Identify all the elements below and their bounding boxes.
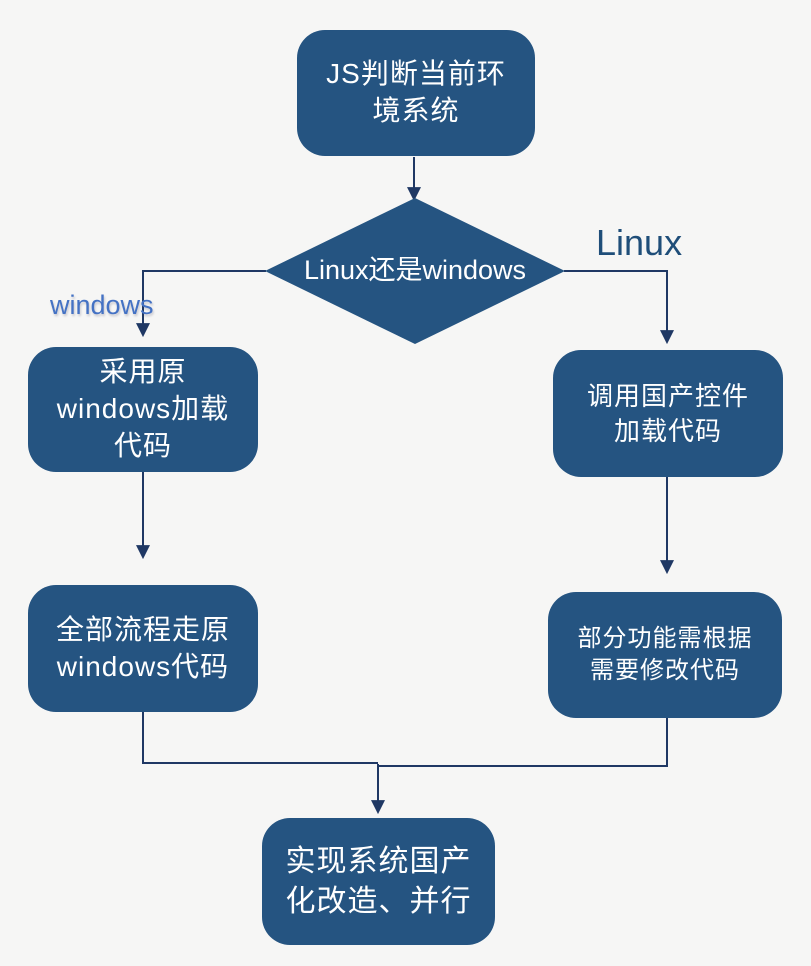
linux-result-node-label: 部分功能需根据 需要修改代码 <box>577 625 753 684</box>
start-node-label: JS判断当前环 境系统 <box>326 58 506 126</box>
edge-linux-result-merge <box>378 718 668 767</box>
decision-node: Linux还是windows <box>265 198 565 344</box>
edge-decision-to-linux-action <box>564 270 674 345</box>
linux-action-node-label: 调用国产控件 加载代码 <box>586 381 749 446</box>
edge-windows-result-merge <box>142 712 378 764</box>
end-node: 实现系统国产 化改造、并行 <box>262 818 495 945</box>
windows-result-node-label: 全部流程走原 windows代码 <box>55 613 230 682</box>
end-node-label: 实现系统国产 化改造、并行 <box>285 844 472 918</box>
windows-action-node: 采用原 windows加载 代码 <box>28 347 258 472</box>
windows-branch-label: windows <box>50 290 154 320</box>
edge-decision-to-windows-action <box>136 270 266 338</box>
decision-node-label: Linux还是windows <box>303 255 527 286</box>
windows-action-node-label: 采用原 windows加载 代码 <box>56 356 230 461</box>
start-node: JS判断当前环 境系统 <box>297 30 535 156</box>
linux-action-node: 调用国产控件 加载代码 <box>553 350 783 477</box>
linux-result-node: 部分功能需根据 需要修改代码 <box>548 592 782 718</box>
windows-result-node: 全部流程走原 windows代码 <box>28 585 258 712</box>
linux-branch-label: Linux <box>596 222 683 263</box>
